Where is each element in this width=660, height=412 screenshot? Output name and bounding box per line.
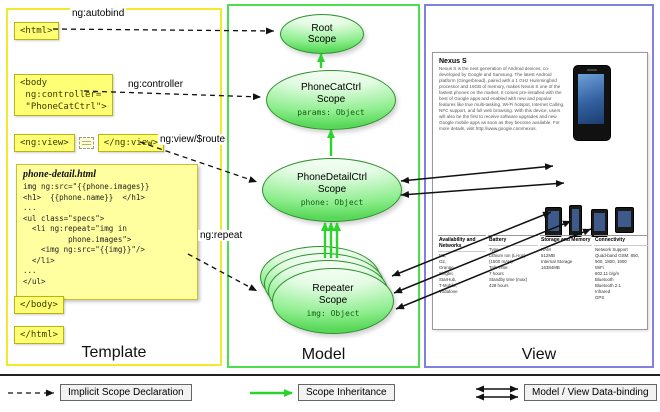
spec-column-battery: Battery Type Lithium Ion (Li-Ion) (1500 … [488, 235, 538, 301]
spec-body: M1, O2, Orange, Singtel, StarHub, T-Mobi… [439, 253, 458, 294]
spec-header: Storage and Memory [540, 236, 592, 246]
spec-body: RAM 512MB Internal Storage 16384MB [541, 247, 573, 270]
body-open-tag-box: <body ng:controller= "PhoneCatCtrl"> [14, 74, 113, 117]
spec-header: Battery [488, 236, 538, 246]
root-scope-name: Root Scope [307, 22, 337, 46]
ng-view-open-tag-box: <ng:view> [14, 134, 75, 153]
phonecat-scope-prop: params: Object [297, 108, 365, 118]
ng-view-row: <ng:view> </ng:view> [14, 134, 164, 153]
spec-body: Type Lithium Ion (Li-Ion) (1500 mAH) Tal… [489, 247, 528, 288]
legend-inheritance-label: Scope Inheritance [298, 384, 395, 401]
spec-body: Network Support Quad-band GSM: 850, 900,… [595, 247, 640, 300]
root-scope-ellipse: Root Scope [280, 14, 364, 54]
legend-divider [0, 374, 660, 376]
note-code: img ng:src="{{phone.images}} <h1> {{phon… [23, 182, 150, 286]
template-panel: <html> <body ng:controller= "PhoneCatCtr… [6, 8, 222, 366]
phone-thumbnail-4 [615, 207, 634, 233]
phonecat-scope-name: PhoneCatCtrl Scope [300, 82, 362, 105]
model-panel: Root Scope PhoneCatCtrl Scope params: Ob… [227, 4, 420, 368]
view-page: Nexus S Nexus S is the next generation o… [432, 52, 648, 330]
ng-view-close-tag-box: </ng:view> [97, 134, 164, 153]
repeater-scope-name: Repeater Scope [312, 283, 354, 306]
spec-column-availability: Availability and Networks M1, O2, Orange… [438, 235, 486, 301]
ng-repeat-label: ng:repeat [198, 230, 245, 241]
spec-header: Connectivity [594, 236, 648, 246]
view-panel: Nexus S Nexus S is the next generation o… [424, 4, 654, 368]
view-panel-title: View [521, 346, 557, 363]
legend-binding-label: Model / View Data-binding [524, 384, 657, 401]
phonedetail-scope-name: PhoneDetailCtrl Scope [296, 172, 368, 195]
ng-autobind-label: ng:autobind [70, 8, 127, 19]
legend-implicit-label: Implicit Scope Declaration [60, 384, 192, 401]
repeater-scope-prop: img: Object [306, 309, 360, 319]
spec-header: Availability and Networks [438, 236, 486, 252]
repeater-scope-stack: Repeater Scope img: Object [260, 246, 400, 340]
note-title: phone-detail.html [23, 169, 97, 180]
phone-speaker [587, 69, 597, 71]
phonecat-scope-ellipse: PhoneCatCtrl Scope params: Object [266, 70, 396, 130]
ng-view-route-label: ng:view/$route [158, 134, 228, 145]
html-open-tag-box: <html> [14, 22, 59, 41]
spec-column-storage: Storage and Memory RAM 512MB Internal St… [540, 235, 592, 301]
phone-thumbnail-3 [591, 209, 608, 237]
phonedetail-scope-ellipse: PhoneDetailCtrl Scope phone: Object [262, 158, 402, 222]
page-description: Nexus S is the next generation of Androi… [439, 66, 565, 131]
phone-screen [578, 74, 604, 124]
phone-thumbnail-2 [569, 205, 582, 237]
phonedetail-scope-prop: phone: Object [300, 198, 364, 208]
body-close-tag-box: </body> [14, 296, 64, 315]
ng-controller-label: ng:controller [126, 79, 186, 90]
html-close-tag-box: </html> [14, 326, 64, 345]
spec-column-connectivity: Connectivity Network Support Quad-band G… [594, 235, 648, 301]
ng-view-placeholder-icon [78, 137, 94, 150]
phone-detail-note: phone-detail.html img ng:src="{{phone.im… [16, 164, 198, 300]
model-panel-title: Model [301, 346, 346, 363]
repeater-scope-ellipse: Repeater Scope img: Object [272, 268, 394, 334]
phone-image [573, 65, 611, 141]
phone-thumbnail-1 [545, 207, 562, 237]
page-title: Nexus S [439, 58, 467, 65]
template-panel-title: Template [81, 344, 147, 361]
page-text-block: Nexus S Nexus S is the next generation o… [439, 58, 565, 150]
specs-table: Availability and Networks M1, O2, Orange… [438, 235, 648, 301]
